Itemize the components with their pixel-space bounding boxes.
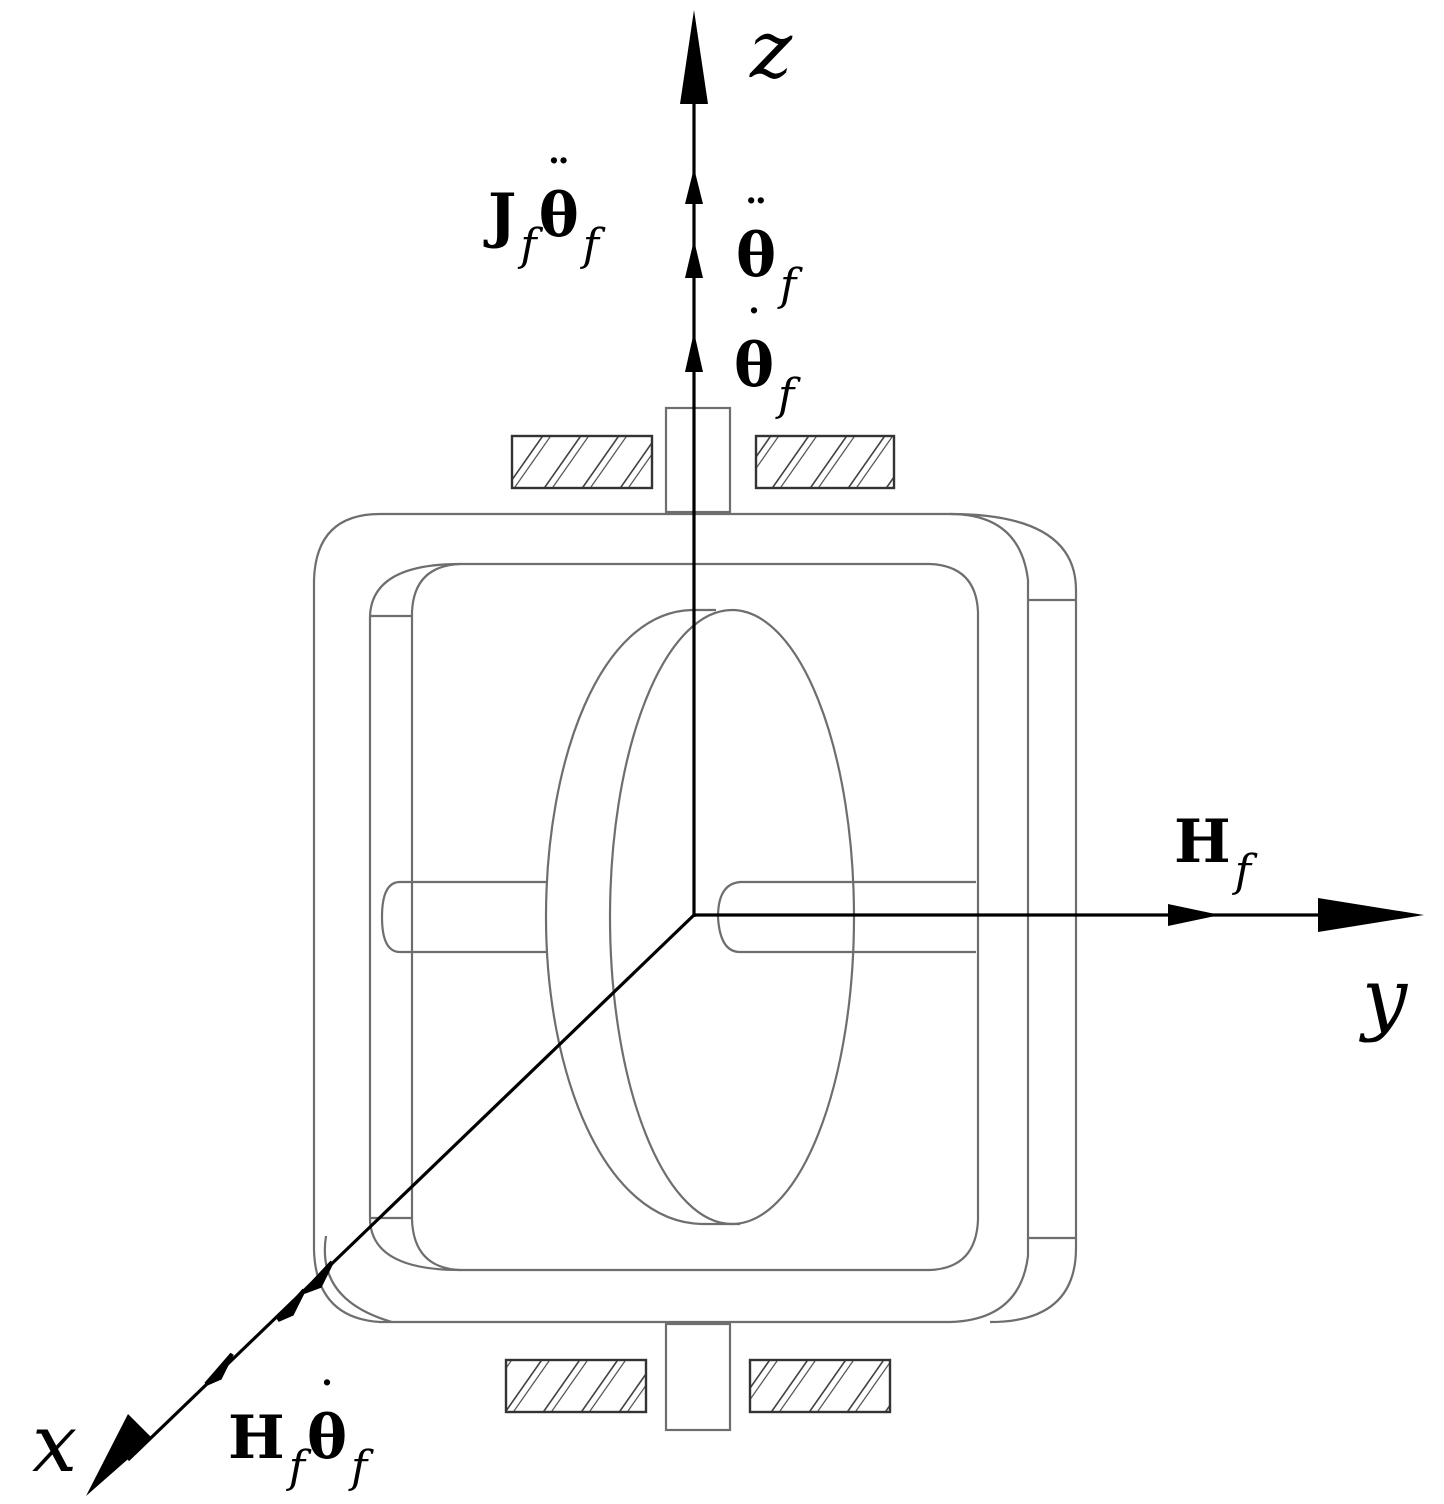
z-accel-label: θf [736, 196, 798, 308]
z-axis [680, 10, 708, 917]
x-axis-arrowhead [86, 1414, 152, 1496]
top-right-bearing [754, 434, 896, 490]
y-axis-label: y [1362, 951, 1408, 1044]
bottom-left-bearing [504, 1358, 648, 1414]
bottom-shaft [664, 1322, 732, 1432]
top-shaft [664, 406, 732, 514]
z-axis-arrowhead [680, 10, 708, 104]
x-axis [86, 913, 696, 1496]
top-left-bearing [510, 434, 654, 490]
outer-gimbal-frame [312, 512, 1078, 1324]
z-torque-arrowhead [685, 168, 703, 204]
y-axis [694, 898, 1424, 932]
x-arrowhead-2 [276, 1288, 306, 1322]
bottom-right-bearing [748, 1358, 892, 1414]
z-rate-label: θf [734, 306, 796, 418]
z-accel-arrowhead [685, 240, 703, 278]
x-arrowhead-3 [204, 1352, 234, 1386]
x-arrowhead-1 [302, 1260, 334, 1294]
z-rate-arrowhead [685, 332, 703, 372]
z-torque-label: Jfθf [488, 156, 601, 268]
spin-axle-left [380, 880, 546, 954]
rotor-wheel [544, 608, 856, 1226]
x-axis-label: x [32, 1397, 78, 1490]
y-momentum-arrowhead [1168, 904, 1220, 926]
x-torque-label: Hfθf [228, 1378, 369, 1490]
spin-axle-right [716, 880, 976, 954]
y-momentum-label: Hf [1174, 807, 1251, 897]
inner-gimbal-frame [368, 562, 980, 1272]
z-axis-label: z [750, 3, 793, 96]
y-axis-arrowhead [1318, 898, 1424, 932]
